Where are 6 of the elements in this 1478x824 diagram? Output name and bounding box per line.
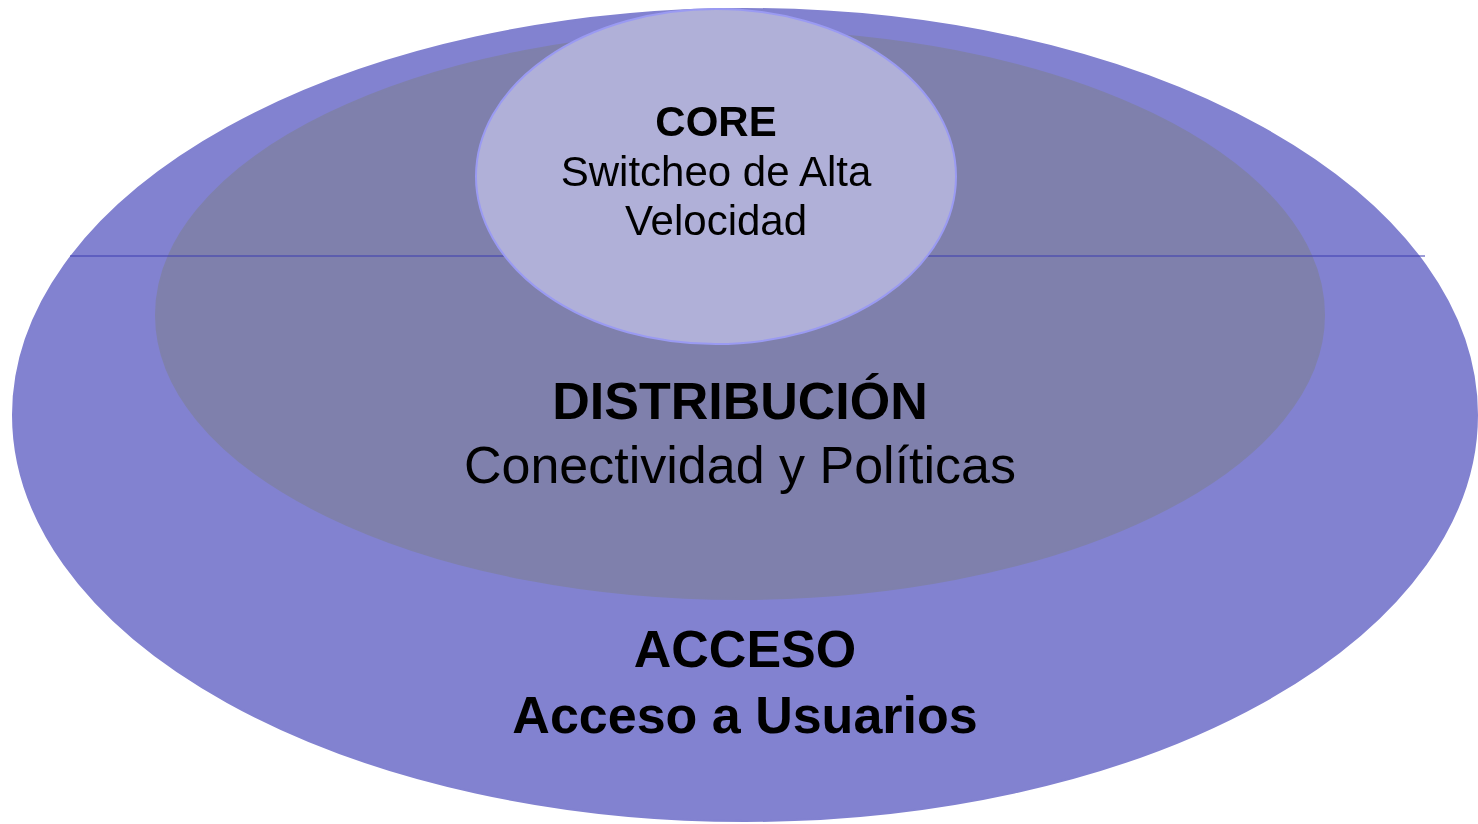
layer-description: Conectividad y Políticas xyxy=(463,435,1016,496)
layer-title: CORE xyxy=(655,98,777,147)
layer-description: Acceso a Usuarios xyxy=(512,685,978,746)
layer-title: ACCESO xyxy=(633,620,857,680)
layer-description: Switcheo de Alta Velocidad xyxy=(559,148,873,245)
layer-title: DISTRIBUCIÓN xyxy=(552,372,928,432)
